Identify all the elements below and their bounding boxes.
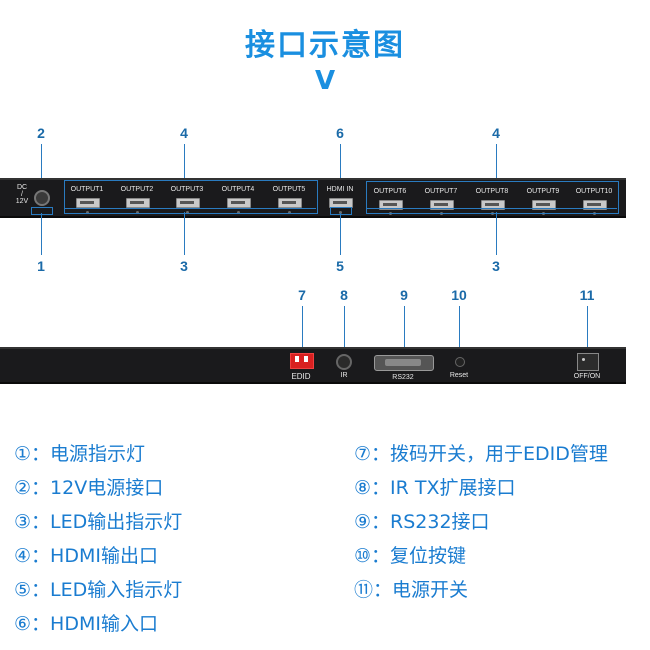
output-led-1	[86, 211, 89, 214]
legend-item-8: ⑧：IR TX扩展接口	[354, 477, 516, 499]
legend-item-3: ③：LED输出指示灯	[14, 511, 183, 533]
legend-item-6: ⑥：HDMI输入口	[14, 613, 158, 635]
output-led-2	[136, 211, 139, 214]
highlight-led-row-left	[64, 208, 316, 209]
leader-line-5	[340, 213, 341, 255]
leader-line-8	[344, 306, 345, 352]
chevron-down-icon: V	[314, 66, 336, 96]
power-switch-label: OFF/ON	[573, 373, 601, 380]
leader-line-1	[41, 213, 42, 255]
highlight-output-group-left	[64, 180, 318, 214]
highlight-output-group-right	[366, 181, 619, 214]
legend-item-5: ⑤：LED输入指示灯	[14, 579, 183, 601]
hdmi-in-label: HDMI IN	[326, 186, 354, 193]
output-led-4	[237, 211, 240, 214]
callout-4-right: 4	[492, 125, 500, 141]
leader-line-3-right	[496, 212, 497, 255]
hdmi-output-port-7	[430, 200, 454, 210]
dip-switch-lever-1	[295, 356, 299, 362]
callout-6: 6	[336, 125, 344, 141]
front-panel: DC / 12V OUTPUT1 OUTPUT2 OUTPUT3 OUTPUT4…	[0, 178, 626, 218]
output-led-5	[288, 211, 291, 214]
output-label-9: OUTPUT9	[526, 188, 560, 195]
hdmi-output-port-8	[481, 200, 505, 210]
leader-line-4-right	[496, 144, 497, 180]
hdmi-output-port-6	[379, 200, 403, 210]
hdmi-output-port-4	[227, 198, 251, 208]
rs232-label: RS232	[392, 374, 414, 381]
power-switch-mark	[582, 358, 585, 361]
callout-8: 8	[340, 287, 348, 303]
callout-5: 5	[336, 258, 344, 274]
output-label-5: OUTPUT5	[272, 186, 306, 193]
hdmi-output-port-2	[126, 198, 150, 208]
reset-label: Reset	[449, 372, 469, 379]
dc-slash: /	[21, 191, 23, 198]
legend-item-11: ⑪：电源开关	[354, 579, 469, 601]
dc-label: DC	[16, 184, 28, 191]
callout-11: 11	[579, 287, 595, 303]
ir-jack	[336, 354, 352, 370]
dip-switch[interactable]	[290, 353, 314, 369]
power-switch[interactable]	[577, 353, 599, 371]
dc-voltage: 12V	[15, 198, 29, 205]
hdmi-output-port-3	[176, 198, 200, 208]
output-label-8: OUTPUT8	[475, 188, 509, 195]
diagram-title: 接口示意图	[245, 28, 405, 63]
dc-power-jack	[34, 190, 50, 206]
legend-item-2: ②：12V电源接口	[14, 477, 164, 499]
leader-line-11	[587, 306, 588, 354]
output-label-2: OUTPUT2	[120, 186, 154, 193]
output-label-10: OUTPUT10	[575, 188, 613, 195]
legend-item-1: ①：电源指示灯	[14, 443, 146, 465]
callout-10: 10	[451, 287, 467, 303]
callout-7: 7	[298, 287, 306, 303]
output-label-4: OUTPUT4	[221, 186, 255, 193]
rs232-port	[374, 355, 434, 371]
legend-item-10: ⑩：复位按键	[354, 545, 467, 567]
leader-line-9	[404, 306, 405, 356]
leader-line-2	[41, 144, 42, 184]
callout-3-left: 3	[180, 258, 188, 274]
callout-9: 9	[400, 287, 408, 303]
output-label-7: OUTPUT7	[424, 188, 458, 195]
rs232-pins	[385, 359, 421, 366]
leader-line-7	[302, 306, 303, 354]
legend-item-9: ⑨：RS232接口	[354, 511, 490, 533]
hdmi-output-port-10	[583, 200, 607, 210]
callout-4-left: 4	[180, 125, 188, 141]
reset-button[interactable]	[455, 357, 465, 367]
highlight-led-row-right	[366, 208, 617, 209]
callout-2: 2	[37, 125, 45, 141]
leader-line-3-left	[184, 212, 185, 255]
hdmi-output-port-1	[76, 198, 100, 208]
input-led	[339, 211, 342, 214]
output-label-3: OUTPUT3	[170, 186, 204, 193]
rear-panel: EDID IR RS232 Reset OFF/ON	[0, 347, 626, 384]
callout-1: 1	[37, 258, 45, 274]
ir-label: IR	[340, 372, 348, 379]
dip-switch-lever-2	[304, 356, 308, 362]
leader-line-4-left	[184, 144, 185, 180]
hdmi-output-port-5	[278, 198, 302, 208]
leader-line-6	[340, 144, 341, 182]
leader-line-10	[459, 306, 460, 358]
output-label-6: OUTPUT6	[373, 188, 407, 195]
output-label-1: OUTPUT1	[70, 186, 104, 193]
highlight-input-led	[330, 207, 352, 215]
edid-label: EDID	[291, 372, 311, 381]
callout-3-right: 3	[492, 258, 500, 274]
hdmi-output-port-9	[532, 200, 556, 210]
output-led-3	[186, 211, 189, 214]
legend-item-4: ④：HDMI输出口	[14, 545, 158, 567]
highlight-power-led	[31, 207, 53, 215]
legend-item-7: ⑦：拨码开关，用于EDID管理	[354, 443, 608, 465]
